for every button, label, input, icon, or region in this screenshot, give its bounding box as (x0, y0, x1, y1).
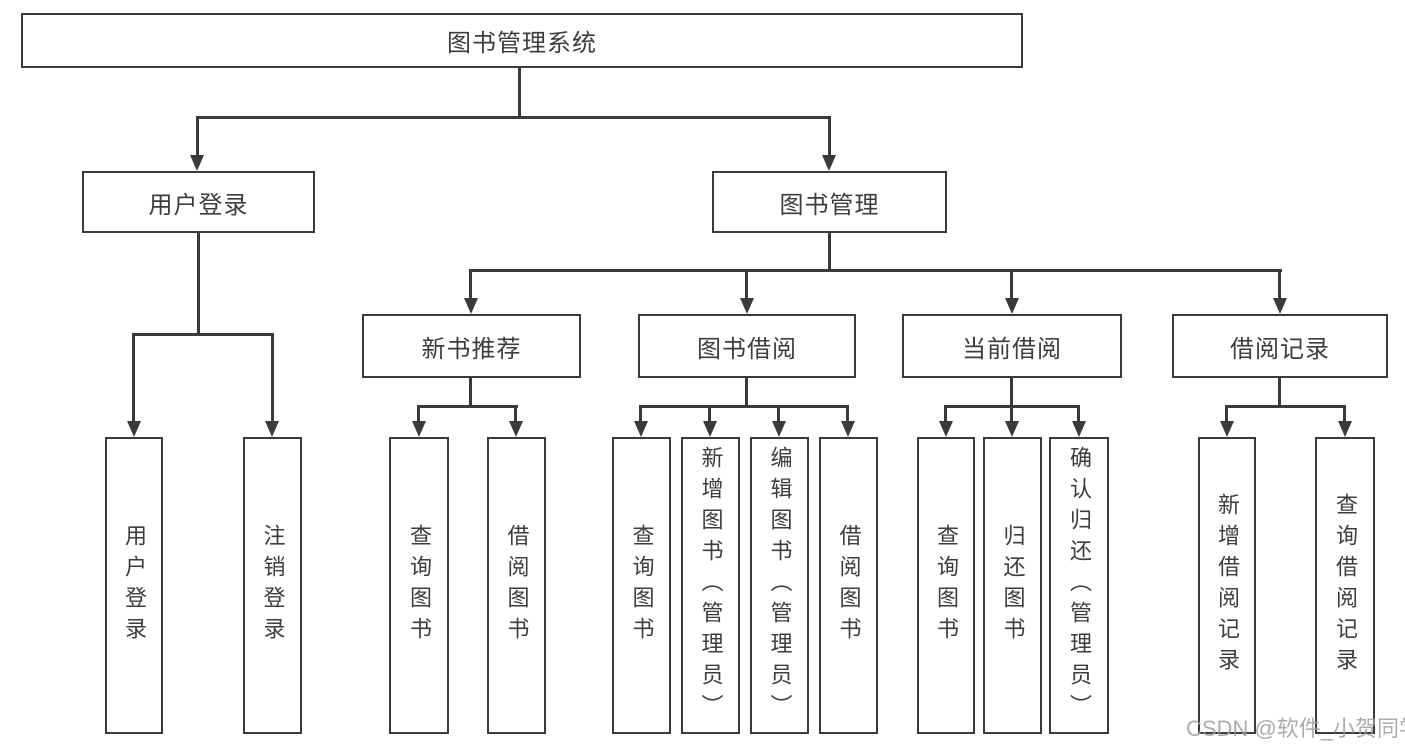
leaf-borrow-books-recommend: 借阅图书 (487, 437, 546, 734)
node-label: 查询图书 (407, 523, 432, 648)
node-label: 当前借阅 (962, 335, 1062, 363)
leaf-query-books-current: 查询图书 (917, 437, 975, 734)
node-user-login: 用户登录 (82, 171, 315, 233)
connector-leaf (417, 405, 420, 423)
arrowhead-icon (265, 421, 279, 437)
arrowhead-icon (1338, 421, 1352, 437)
node-label: 新增图书（管理员） (698, 446, 724, 725)
connector-leaf (1343, 405, 1346, 423)
arrowhead-icon (703, 421, 717, 437)
leaf-add-borrow-record: 新增借阅记录 (1198, 437, 1256, 734)
node-label: 借阅图书 (836, 523, 862, 648)
leaf-return-books: 归还图书 (983, 437, 1042, 734)
connector-to-new-book (469, 269, 472, 301)
arrowhead-icon (772, 421, 786, 437)
connector-user-login-stem (197, 233, 200, 335)
node-label: 图书管理 (779, 191, 880, 219)
connector-leaf (708, 405, 711, 423)
arrowhead-icon (190, 155, 204, 171)
node-label: 新书推荐 (421, 335, 522, 363)
connector-book-mgmt-split (470, 269, 1282, 272)
leaf-borrow-books: 借阅图书 (819, 437, 878, 734)
node-book-borrow: 图书借阅 (638, 314, 856, 378)
connector-to-book-management (828, 116, 831, 157)
arrowhead-icon (412, 421, 426, 437)
arrowhead-icon (740, 298, 754, 314)
node-label: 查询借阅记录 (1333, 492, 1358, 679)
connector-leaf (1010, 405, 1013, 423)
leaf-add-books-admin: 新增图书（管理员） (681, 437, 740, 734)
connector-leaf (1077, 405, 1080, 423)
node-new-book-recommend: 新书推荐 (362, 314, 581, 378)
arrowhead-icon (509, 421, 523, 437)
arrowhead-icon (464, 298, 478, 314)
connector-to-current-borrow (1010, 269, 1013, 301)
node-label: 借阅图书 (504, 523, 530, 648)
connector-to-leaf-user-login (132, 333, 135, 423)
arrowhead-icon (822, 155, 836, 171)
connector-borrow-records-stem (1278, 378, 1281, 407)
connector-leaf (1225, 405, 1228, 423)
node-label: 用户登录 (148, 191, 249, 219)
connector-leaf (777, 405, 780, 423)
connector-leaf (944, 405, 947, 423)
leaf-query-books-recommend: 查询图书 (389, 437, 449, 734)
arrowhead-icon (841, 421, 855, 437)
node-label: 注销登录 (260, 523, 286, 648)
connector-new-book-stem (469, 378, 472, 407)
leaf-edit-books-admin: 编辑图书（管理员） (750, 437, 809, 734)
connector-current-borrow-stem (1010, 378, 1013, 407)
leaf-query-borrow-record: 查询借阅记录 (1315, 437, 1375, 734)
arrowhead-icon (1273, 298, 1287, 314)
connector-to-book-borrow (745, 269, 748, 301)
node-label: 编辑图书（管理员） (767, 446, 793, 725)
leaf-confirm-return-admin: 确认归还（管理员） (1049, 437, 1109, 734)
connector-book-mgmt-stem (828, 233, 831, 271)
connector-user-login-split (132, 333, 274, 336)
connector-book-borrow-split (640, 405, 849, 408)
leaf-logout: 注销登录 (243, 437, 302, 734)
node-label: 查询图书 (934, 523, 959, 648)
connector-to-leaf-logout (271, 333, 274, 423)
node-label: 新增借阅记录 (1215, 492, 1240, 679)
node-label: 借阅记录 (1230, 335, 1330, 363)
node-borrow-records: 借阅记录 (1172, 314, 1388, 378)
connector-root-stem (518, 68, 521, 118)
connector-root-split (196, 116, 831, 119)
arrowhead-icon (1005, 421, 1019, 437)
node-label: 归还图书 (1000, 523, 1026, 648)
node-label: 查询图书 (629, 523, 655, 648)
arrowhead-icon (1005, 298, 1019, 314)
connector-to-user-login (196, 116, 199, 157)
connector-book-borrow-stem (745, 378, 748, 407)
arrowhead-icon (939, 421, 953, 437)
node-label: 确认归还（管理员） (1067, 446, 1092, 725)
node-label: 图书借阅 (697, 335, 797, 363)
arrowhead-icon (634, 421, 648, 437)
leaf-query-books-borrow: 查询图书 (612, 437, 671, 734)
arrowhead-icon (1220, 421, 1234, 437)
arrowhead-icon (1072, 421, 1086, 437)
node-label: 用户登录 (122, 523, 147, 648)
node-library-management-system: 图书管理系统 (21, 13, 1023, 68)
connector-to-borrow-records (1278, 269, 1281, 301)
node-book-management: 图书管理 (712, 171, 947, 233)
connector-leaf (846, 405, 849, 423)
node-label: 图书管理系统 (447, 30, 597, 57)
watermark: CSDN @软件_小贺同学 (1186, 716, 1405, 741)
connector-new-book-split (418, 405, 518, 408)
connector-borrow-records-split (1226, 405, 1346, 408)
connector-leaf (639, 405, 642, 423)
connector-leaf (514, 405, 517, 423)
leaf-user-login: 用户登录 (105, 437, 163, 734)
node-current-borrow: 当前借阅 (902, 314, 1122, 378)
arrowhead-icon (127, 421, 141, 437)
